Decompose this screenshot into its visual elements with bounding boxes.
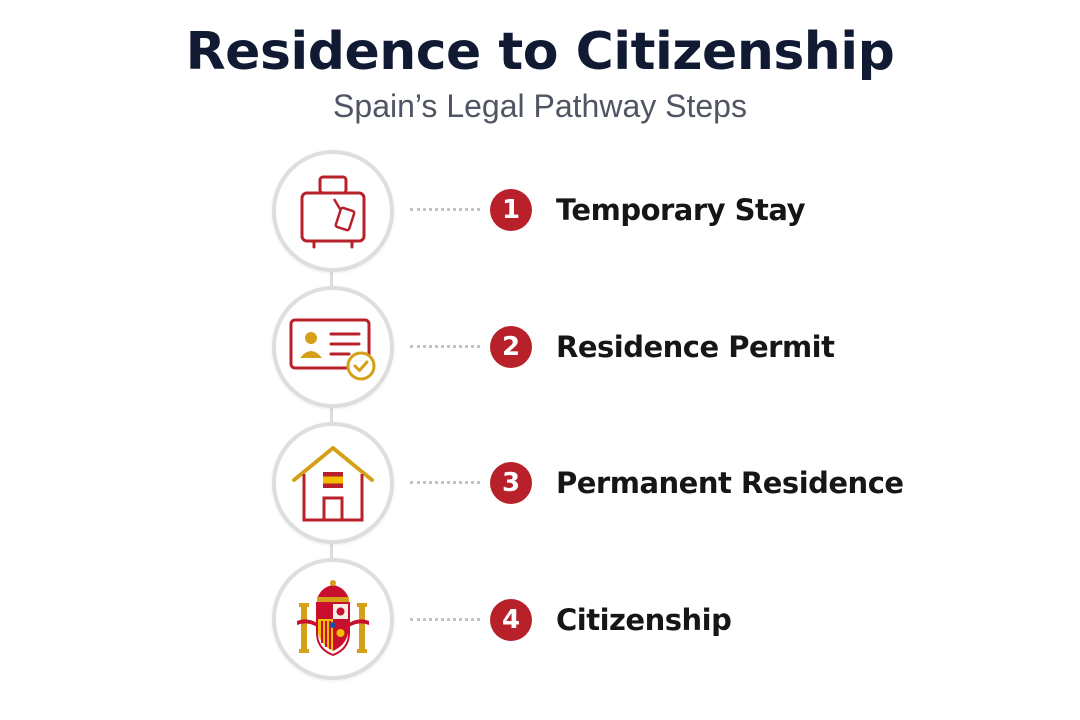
step-1-dotted-link: [410, 208, 480, 211]
timeline-connector: [330, 150, 333, 670]
step-2-dotted-link: [410, 345, 480, 348]
step-1-number-badge: 1: [490, 189, 532, 231]
step-4-icon-circle: [272, 558, 394, 680]
step-4-dotted-link: [410, 618, 480, 621]
step-3-dotted-link: [410, 481, 480, 484]
step-4-number-badge: 4: [490, 599, 532, 641]
page-subtitle: Spain’s Legal Pathway Steps: [333, 88, 747, 124]
suitcase-icon: [300, 175, 366, 249]
spain-coat-of-arms-icon: [297, 580, 369, 657]
step-2-number-badge: 2: [490, 326, 532, 368]
step-1-label: Temporary Stay: [556, 193, 806, 227]
id-card-check-icon: [289, 318, 376, 381]
step-4-label: Citizenship: [556, 603, 732, 637]
step-2-icon-circle: [272, 286, 394, 408]
step-3-number-badge: 3: [490, 462, 532, 504]
page-title: Residence to Citizenship: [185, 22, 895, 82]
house-spain-flag-icon: [292, 446, 374, 522]
step-3-icon-circle: [272, 422, 394, 544]
step-3-label: Permanent Residence: [556, 466, 904, 500]
step-2-label: Residence Permit: [556, 330, 835, 364]
step-1-icon-circle: [272, 150, 394, 272]
